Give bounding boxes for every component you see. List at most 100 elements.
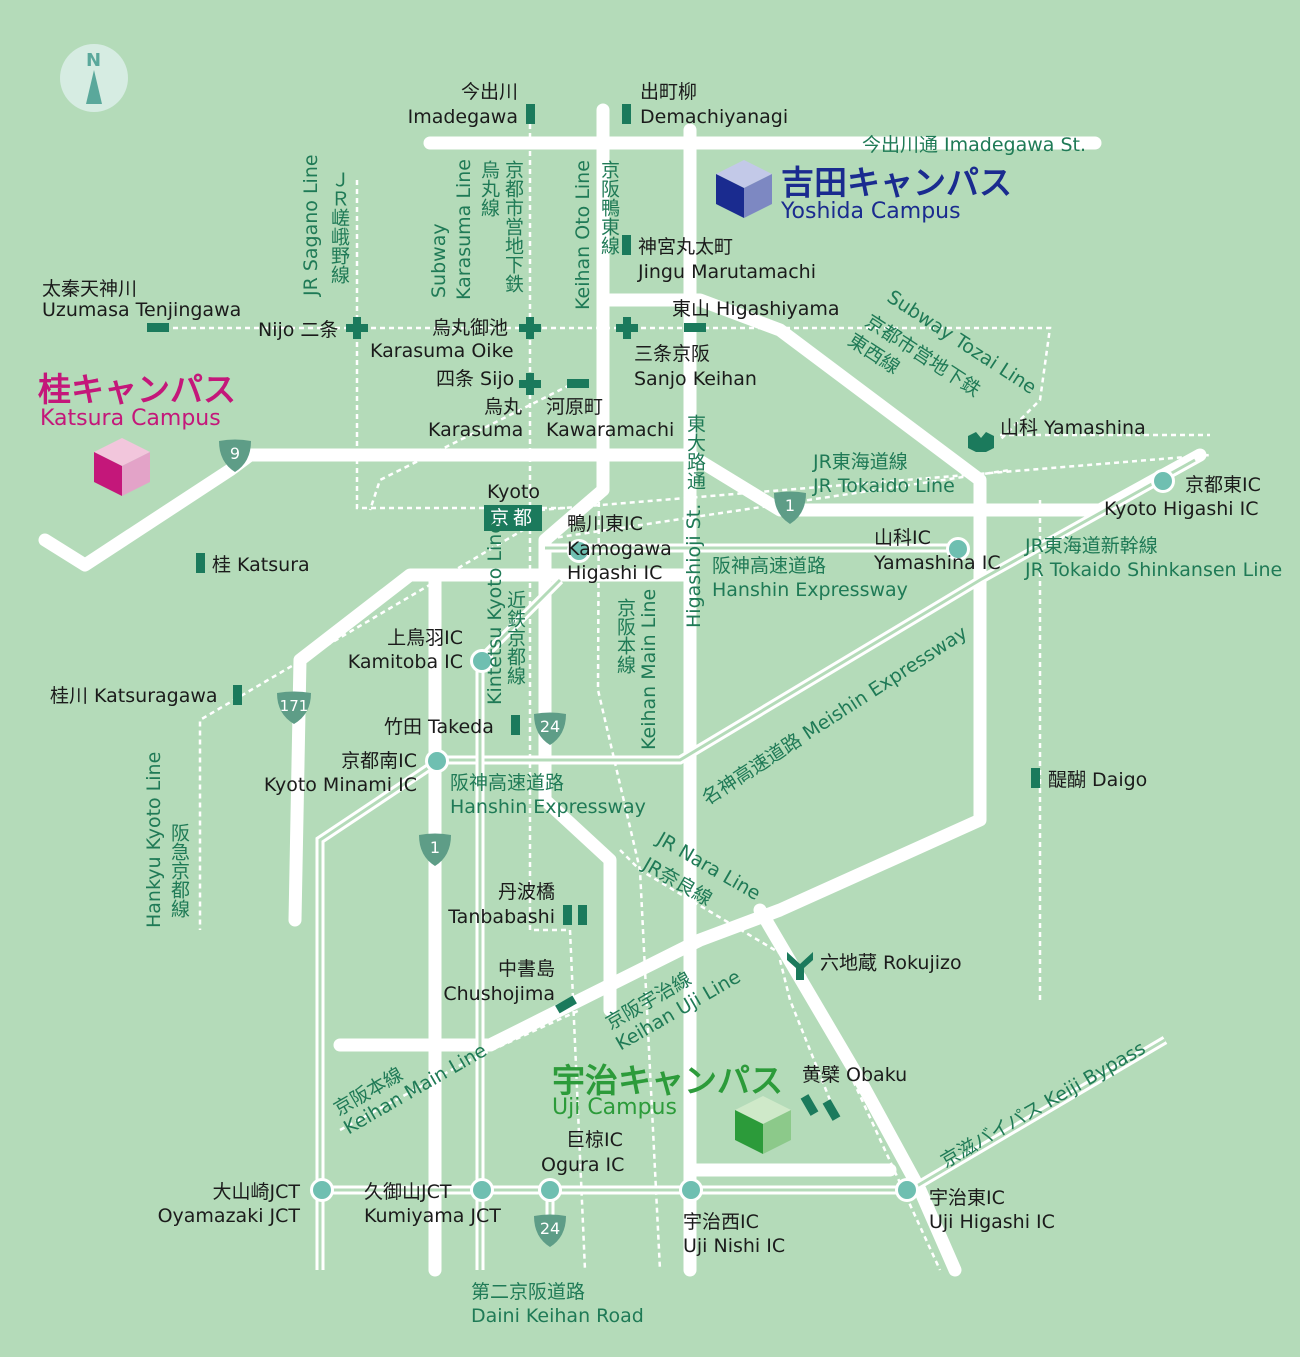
label-jr-sagano-en: JR Sagano Line bbox=[300, 154, 322, 296]
route-number: 171 bbox=[279, 697, 309, 715]
station-marker-yamashina bbox=[968, 432, 994, 452]
road-kawabata bbox=[538, 103, 617, 1017]
label-keihan-oto-en: Keihan Oto Line bbox=[572, 160, 594, 310]
label-yamashina: 山科 Yamashina bbox=[1000, 417, 1146, 439]
ic-marker-kyoto-higashi bbox=[1151, 469, 1175, 493]
label-jingu-jp: 神宮丸太町 bbox=[638, 236, 734, 258]
rail-keihan-uji bbox=[778, 959, 832, 1101]
rail-jr-nara bbox=[619, 849, 942, 1271]
label-shijo: 四条 Sijo bbox=[436, 368, 515, 390]
label-subway-karasuma-jp1: 烏丸線 bbox=[478, 160, 500, 217]
route-number: 24 bbox=[539, 1219, 561, 1238]
label-rokujizo: 六地蔵 Rokujizo bbox=[820, 952, 962, 974]
label-imadegawa-en: Imadegawa bbox=[407, 106, 518, 128]
route-shield-1-north-icon: 1 bbox=[772, 490, 808, 526]
label-shinkansen-jp: JR東海道新幹線 bbox=[1025, 535, 1158, 557]
label-uji-nishi-jp: 宇治西IC bbox=[683, 1211, 759, 1233]
label-tanbabashi-en: Tanbabashi bbox=[448, 906, 555, 928]
label-oyamazaki-en: Oyamazaki JCT bbox=[157, 1205, 300, 1227]
label-jr-sagano-jp: ＪＲ嵯峨野線 bbox=[328, 170, 350, 284]
ic-marker-oyamazaki bbox=[310, 1178, 334, 1202]
label-kamitoba-en: Kamitoba IC bbox=[347, 651, 463, 673]
yoshida-campus-jp[interactable]: 吉田キャンパス bbox=[781, 163, 1012, 202]
label-yamashina-ic-jp: 山科IC bbox=[874, 527, 931, 549]
label-uji-nishi-en: Uji Nishi IC bbox=[683, 1235, 786, 1257]
uji-campus-en[interactable]: Uji Campus bbox=[552, 1095, 677, 1120]
label-kumiyama-jp: 久御山JCT bbox=[364, 1181, 452, 1203]
label-demachi-en: Demachiyanagi bbox=[640, 106, 789, 128]
ic-marker-uji-nishi bbox=[679, 1178, 703, 1202]
label-kawaramachi-en: Kawaramachi bbox=[546, 419, 675, 441]
label-kyoto-en: Kyoto bbox=[487, 481, 541, 503]
label-obaku: 黄檗 Obaku bbox=[802, 1064, 908, 1086]
road-route-171 bbox=[288, 568, 697, 927]
yoshida-campus-en[interactable]: Yoshida Campus bbox=[781, 199, 961, 224]
label-jr-tokaido-en: JR Tokaido Line bbox=[813, 475, 955, 497]
label-uji-higashi-en: Uji Higashi IC bbox=[929, 1211, 1055, 1233]
label-keihan-main-v-jp: 京阪本線 bbox=[614, 598, 636, 674]
label-chushojima-jp: 中書島 bbox=[497, 958, 555, 980]
label-demachi-jp: 出町柳 bbox=[640, 81, 698, 103]
label-hanshin2-jp: 阪神高速道路 bbox=[450, 772, 565, 794]
station-marker-rokujizo bbox=[787, 952, 813, 980]
rail-keihan-main-south bbox=[339, 1008, 581, 1132]
ic-marker-kamogawa bbox=[567, 539, 591, 563]
route-number: 1 bbox=[784, 496, 796, 515]
label-kyoto-minami-en: Kyoto Minami IC bbox=[263, 774, 417, 796]
station-marker-higashiyama bbox=[684, 323, 706, 332]
yoshida-cube-icon bbox=[716, 160, 772, 218]
label-hanshin1-jp: 阪神高速道路 bbox=[712, 555, 827, 577]
ic-marker-uji-higashi bbox=[895, 1178, 919, 1202]
label-imadegawa-jp: 今出川 bbox=[460, 81, 518, 103]
label-jr-tokaido-jp: JR東海道線 bbox=[813, 451, 908, 473]
label-kamogawa-jp: 鴨川東IC bbox=[567, 513, 643, 535]
route-shield-24-south-icon: 24 bbox=[532, 1213, 568, 1249]
katsura-cube-icon bbox=[94, 438, 150, 496]
route-shield-1-south-icon: 1 bbox=[417, 832, 453, 868]
station-marker-tanbabashi-2 bbox=[578, 905, 587, 925]
label-kamogawa-en2: Higashi IC bbox=[567, 562, 663, 584]
label-higashioji-jp: 東大路通 bbox=[684, 414, 706, 490]
route-number: 24 bbox=[539, 717, 561, 736]
katsura-campus-jp[interactable]: 桂キャンパス bbox=[38, 370, 236, 409]
label-hanshin2-en: Hanshin Expressway bbox=[450, 796, 646, 818]
label-karasuma-jp: 烏丸 bbox=[483, 396, 522, 418]
label-ogura-en: Ogura IC bbox=[541, 1154, 625, 1176]
label-uzumasa-jp: 太秦天神川 bbox=[42, 278, 138, 300]
road-route-24-south bbox=[753, 903, 962, 1277]
label-jingu-en: Jingu Marutamachi bbox=[638, 261, 816, 283]
label-nijo: Nijo 二条 bbox=[258, 319, 339, 341]
label-takeda: 竹田 Takeda bbox=[384, 716, 494, 738]
label-kyoto-minami-jp: 京都南IC bbox=[341, 750, 417, 772]
label-subway-karasuma-jp2: 京都市営地下鉄 bbox=[502, 160, 524, 293]
label-katsura: 桂 Katsura bbox=[212, 554, 310, 576]
label-kumiyama-en: Kumiyama JCT bbox=[364, 1205, 501, 1227]
ic-marker-yamashina bbox=[946, 537, 970, 561]
transfer-marker-shijo bbox=[519, 373, 541, 395]
ic-marker-kyoto-minami bbox=[425, 749, 449, 773]
kyoto-station-jp: 京都 bbox=[489, 507, 536, 529]
label-kamitoba-jp: 上鳥羽IC bbox=[387, 627, 463, 649]
compass-letter: N bbox=[86, 50, 102, 71]
label-hanshin1-en: Hanshin Expressway bbox=[712, 579, 908, 601]
katsura-campus-en[interactable]: Katsura Campus bbox=[40, 406, 221, 431]
label-karasuma-en: Karasuma bbox=[428, 419, 524, 441]
label-katsuragawa: 桂川 Katsuragawa bbox=[50, 685, 218, 707]
label-ogura-jp: 巨椋IC bbox=[566, 1129, 623, 1151]
station-marker-jingu bbox=[622, 235, 631, 255]
route-shield-9-icon: 9 bbox=[217, 438, 253, 474]
label-hankyu-jp: 阪急京都線 bbox=[168, 823, 190, 918]
station-marker-tanbabashi-1 bbox=[563, 905, 572, 925]
label-yamashina-ic-en: Yamashina IC bbox=[874, 552, 1001, 574]
label-higashioji-en: Higashioji St. bbox=[683, 503, 705, 628]
station-marker-imadegawa bbox=[526, 104, 535, 124]
kyoto-station-box[interactable]: 京都 bbox=[484, 505, 542, 531]
expressway-meishin-core bbox=[318, 458, 1196, 1270]
rail-jr-sagano bbox=[355, 180, 565, 510]
label-subway-karasuma-en2: Karasuma Line bbox=[453, 159, 475, 300]
rail-hankyu bbox=[198, 518, 541, 930]
label-sanjo-en: Sanjo Keihan bbox=[634, 368, 757, 390]
ic-marker-kamitoba bbox=[470, 649, 494, 673]
uji-campus-jp[interactable]: 宇治キャンパス bbox=[552, 1061, 783, 1100]
